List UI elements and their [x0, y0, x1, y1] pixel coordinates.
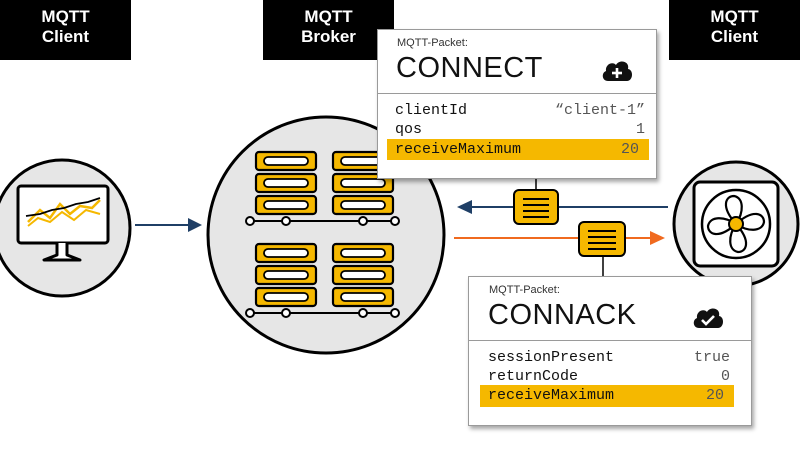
network-bus [245, 216, 400, 226]
connack-packet-name: CONNACK [488, 299, 637, 331]
arrow-client-to-broker [135, 218, 202, 232]
cloud-check-icon [693, 308, 724, 328]
connack-message-icon [578, 221, 626, 257]
broker-label-line1: MQTT [304, 7, 353, 26]
connack-separator [469, 340, 751, 341]
connack-packet-type-label: MQTT-Packet: [489, 284, 560, 296]
left-client-label: MQTT Client [0, 0, 131, 60]
field-value: 0 [720, 368, 730, 385]
field-key: sessionPresent [488, 349, 615, 366]
field-value: 1 [635, 121, 645, 138]
connack-field-row: sessionPresent true [480, 349, 730, 368]
server-stack-icon [254, 242, 318, 308]
connect-message-icon [513, 189, 559, 225]
field-value: true [693, 349, 730, 366]
connect-field-row-highlighted: receiveMaximum 20 [387, 139, 649, 160]
arrow-connack [454, 231, 665, 245]
server-stack-icon [331, 242, 395, 308]
broker-label: MQTT Broker [263, 0, 394, 60]
connect-separator [378, 93, 656, 94]
fan-icon [692, 180, 780, 268]
connect-packet-card: MQTT-Packet: CONNECT clientId “client-1”… [377, 29, 657, 179]
monitor-icon [16, 184, 110, 262]
connack-field-row: returnCode 0 [480, 368, 730, 387]
field-value: 20 [620, 141, 639, 158]
left-client-label-line1: MQTT [41, 7, 90, 26]
field-key: qos [395, 121, 423, 138]
right-client-label-line2: Client [710, 27, 759, 46]
field-key: receiveMaximum [488, 387, 615, 404]
field-key: clientId [395, 102, 468, 119]
server-stack-icon [254, 150, 318, 216]
connect-field-row: qos 1 [387, 121, 645, 140]
connect-packet-type-label: MQTT-Packet: [397, 37, 468, 49]
field-value: “client-1” [554, 102, 645, 119]
server-icons [245, 150, 400, 318]
left-client-label-line2: Client [41, 27, 90, 46]
right-client-label: MQTT Client [669, 0, 800, 60]
connect-packet-name: CONNECT [396, 52, 543, 84]
server-stack-icon [331, 150, 395, 216]
right-client-label-line1: MQTT [710, 7, 759, 26]
field-value: 20 [705, 387, 724, 404]
field-key: returnCode [488, 368, 579, 385]
arrow-connect [457, 200, 668, 214]
connect-field-row: clientId “client-1” [387, 102, 645, 121]
connack-packet-card: MQTT-Packet: CONNACK sessionPresent true… [468, 276, 752, 426]
connack-field-row-highlighted: receiveMaximum 20 [480, 385, 734, 407]
cloud-plus-icon [602, 61, 633, 81]
broker-label-line2: Broker [301, 27, 356, 46]
field-key: receiveMaximum [395, 141, 522, 158]
network-bus [245, 308, 400, 318]
